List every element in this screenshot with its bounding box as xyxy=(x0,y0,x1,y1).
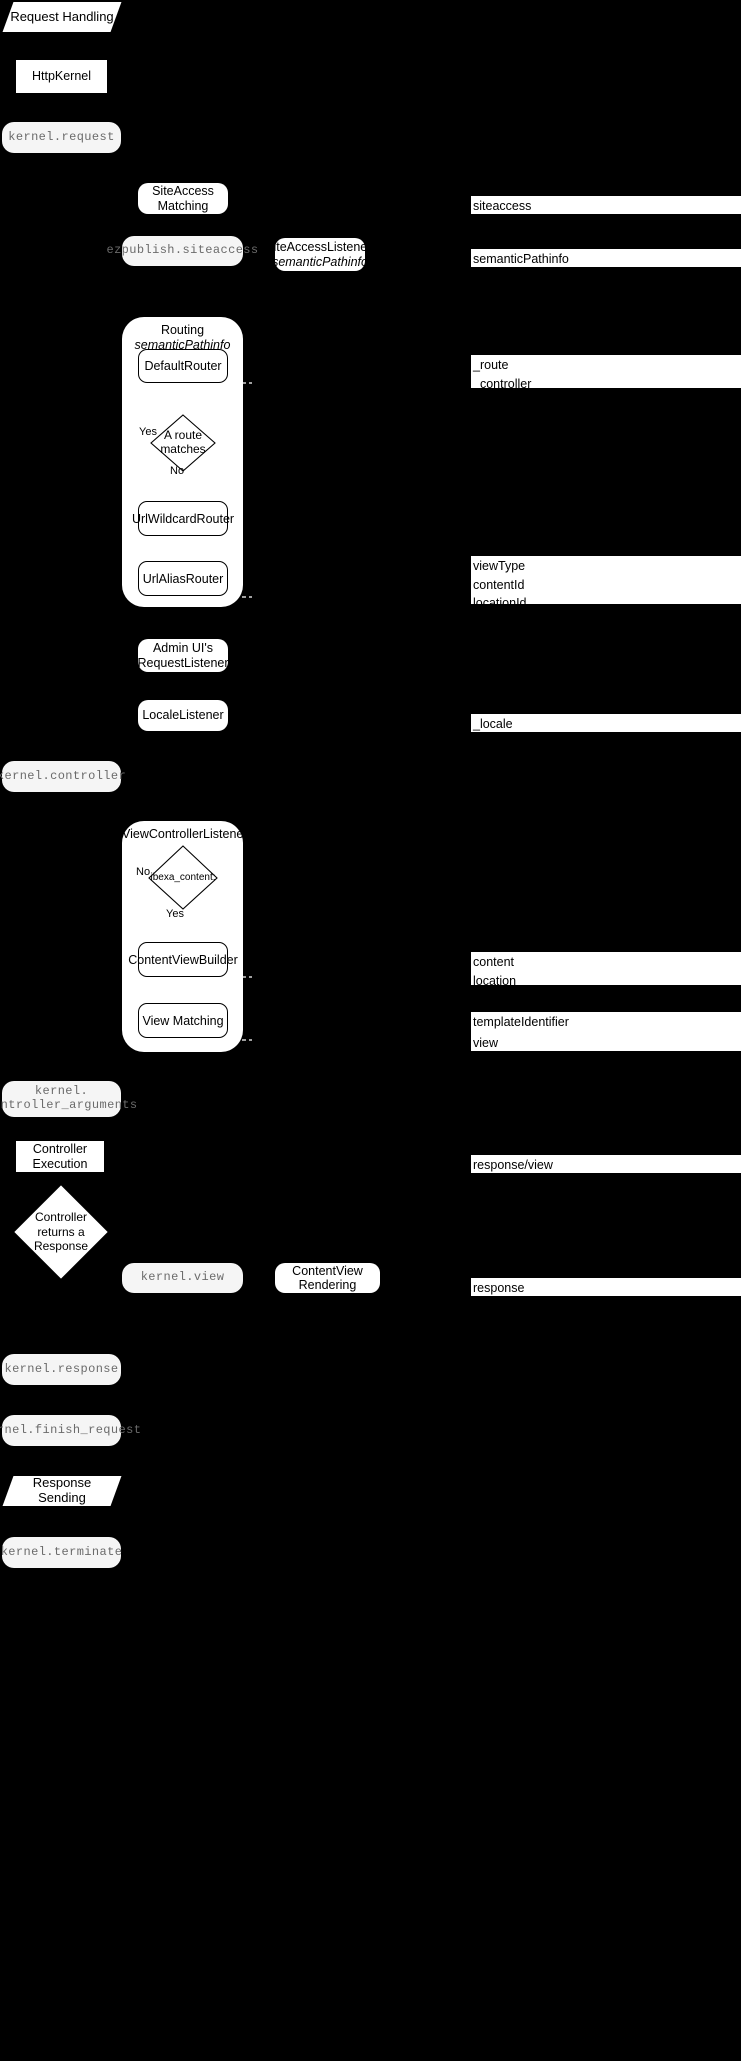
node-siteaccess-matching: SiteAccess Matching xyxy=(138,183,228,214)
siteaccess-listener-line2: semanticPathinfo xyxy=(272,254,368,269)
decision-a-route-matches-no: No xyxy=(170,465,185,477)
admin-ui-listener-line2: RequestListener xyxy=(137,655,229,670)
admin-ui-listener-line1: Admin UI's xyxy=(152,641,214,656)
phase-banner-response-sending: Response Sending xyxy=(2,1475,122,1506)
phase-banner-label: Request Handling xyxy=(10,8,114,24)
node-view-matching: View Matching xyxy=(138,1003,228,1038)
node-locale-listener: LocaleListener xyxy=(138,700,228,731)
phase-banner-label: Response Sending xyxy=(32,1475,92,1505)
node-content-view-builder: ContentViewBuilder xyxy=(128,942,238,977)
node-http-kernel: HttpKernel xyxy=(16,60,107,93)
decision-ibexa-content-yes: Yes xyxy=(166,908,184,920)
node-url-wildcard-router: UrlWildcardRouter xyxy=(132,501,234,536)
routing-title-italic: semanticPathinfo xyxy=(134,338,231,352)
event-kernel-finish-request: kernel.finish_request xyxy=(0,1415,141,1446)
event-kernel-controller: kernel.controller xyxy=(0,761,126,792)
attribute-siteaccess: siteaccess xyxy=(471,196,741,214)
decision-controller-returns-response-label: Controller returns a Response xyxy=(33,1210,89,1254)
group-view-controller-listener-title: ViewControllerListener xyxy=(122,827,248,841)
decision-ibexa-content-no: No xyxy=(136,866,151,878)
attribute-locale: _locale xyxy=(471,714,741,732)
node-siteaccess-listener: SiteAccessListener: semanticPathinfo xyxy=(265,238,375,271)
attribute-view: view xyxy=(471,1033,741,1051)
decision-ibexa-content: ibexa_content: xyxy=(148,845,218,910)
event-kernel-request: kernel.request xyxy=(2,122,121,153)
phase-banner-request-handling: Request Handling xyxy=(2,2,122,32)
decision-a-route-matches-yes: Yes xyxy=(139,426,157,438)
event-kernel-view: kernel.view xyxy=(122,1263,243,1293)
node-admin-ui-request-listener: Admin UI's RequestListener xyxy=(137,639,229,672)
event-kernel-response: kernel.response xyxy=(2,1354,121,1385)
attribute-response-view: response/view xyxy=(471,1155,741,1173)
node-contentview-rendering: ContentView Rendering xyxy=(275,1263,380,1293)
event-kernel-terminate: kernel.terminate xyxy=(1,1537,122,1568)
attribute-semantic-pathinfo: semanticPathinfo xyxy=(471,249,741,267)
node-default-router: DefaultRouter xyxy=(138,349,228,383)
node-controller-execution: Controller Execution xyxy=(16,1141,104,1172)
node-url-alias-router: UrlAliasRouter xyxy=(138,561,228,596)
routing-title-prefix: Routing xyxy=(160,323,205,337)
event-kernel-controller-arguments: kernel. controller_arguments xyxy=(0,1081,137,1117)
attribute-content-location: content location xyxy=(471,952,741,988)
attribute-response: response xyxy=(471,1278,741,1296)
event-ezpublish-siteaccess: ezpublish.siteaccess xyxy=(106,236,258,266)
decision-a-route-matches: A route matches xyxy=(150,414,216,472)
attribute-viewtype-contentid-locationid: viewType contentId locationId xyxy=(471,556,741,610)
attribute-route-controller: _route _controller xyxy=(471,355,741,391)
siteaccess-listener-line1: SiteAccessListener: xyxy=(265,240,375,255)
